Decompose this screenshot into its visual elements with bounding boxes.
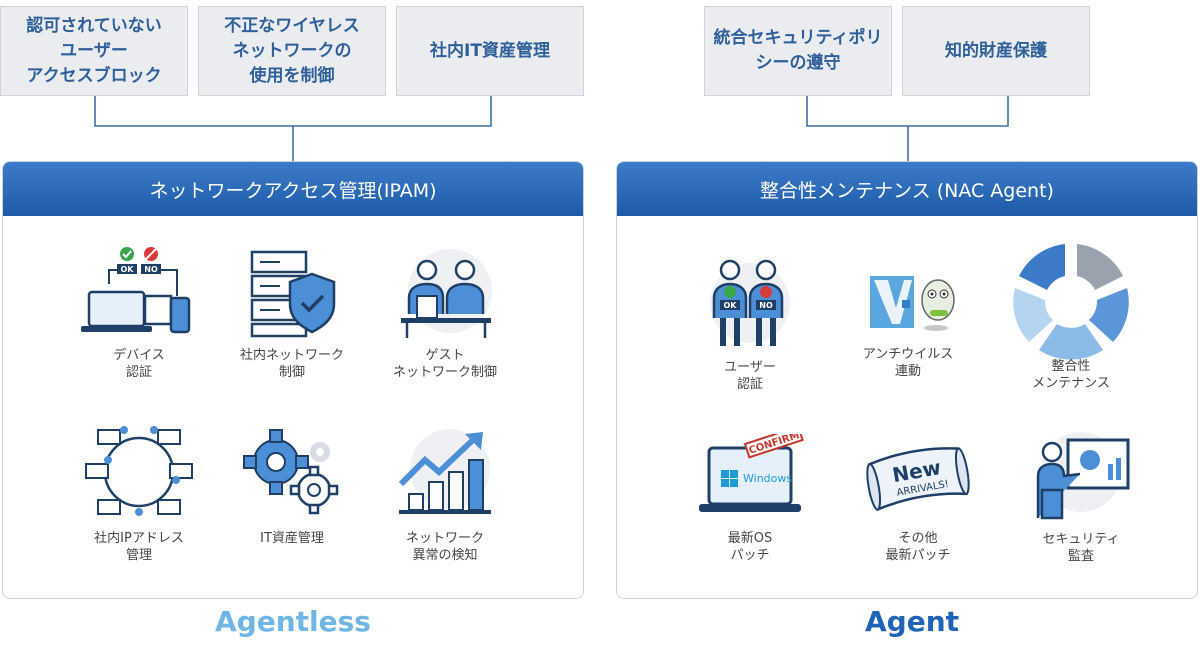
item-label: 最新OS パッチ — [727, 531, 773, 563]
ok-badge: OK — [121, 265, 135, 274]
label-agentless: Agentless — [215, 605, 371, 638]
item-other-patch: New ARRIVALS! その他 最新パッチ — [848, 434, 988, 564]
item-label: 社内ネットワーク 制御 — [239, 348, 344, 380]
item-ip-management: 社内IPアドレス 管理 — [69, 424, 209, 564]
ok-badge: OK — [724, 301, 738, 310]
cycle-wheel-icon — [1013, 244, 1129, 360]
item-label: アンチウイルス 連動 — [862, 347, 954, 379]
item-security-audit: セキュリティ 監査 — [1011, 430, 1151, 565]
item-anomaly-detection: ネットワーク 異常の検知 — [375, 424, 515, 564]
item-internal-network: 社内ネットワーク 制御 — [222, 246, 362, 381]
item-integrity: 整合性 メンテナンス — [1001, 242, 1141, 392]
item-label: 整合性 メンテナンス — [1032, 359, 1110, 391]
windows-laptop-icon: Windows CONFIRM — [699, 434, 804, 512]
presentation-icon — [1036, 432, 1130, 520]
panel-agentless: ネットワークアクセス管理(IPAM) OK NO デバイス 認証 — [2, 161, 584, 599]
server-shield-icon — [250, 250, 336, 338]
new-arrivals-banner-icon: New ARRIVALS! — [866, 447, 970, 512]
item-label: その他 最新パッチ — [885, 531, 951, 563]
top-box-ip-protect: 知的財産保護 — [902, 6, 1090, 96]
device-auth-icon: OK NO — [81, 247, 191, 334]
gears-icon — [243, 429, 339, 515]
item-user-auth: OK NO ユーザー 認証 — [680, 258, 820, 393]
item-label: ゲスト ネットワーク制御 — [392, 348, 497, 380]
panel-agent: 整合性メンテナンス (NAC Agent) OK NO ユーザー 認証 — [616, 161, 1198, 599]
top-box-wireless: 不正なワイヤレス ネットワークの 使用を制御 — [198, 6, 386, 96]
top-box-block-users: 認可されていない ユーザー アクセスブロック — [0, 6, 188, 96]
left-connector — [94, 96, 492, 162]
panel-title-ipam: ネットワークアクセス管理(IPAM) — [3, 162, 583, 216]
item-label: セキュリティ 監査 — [1042, 532, 1120, 564]
item-label: IT資産管理 — [260, 531, 324, 546]
windows-text: Windows — [743, 472, 792, 485]
item-device-auth: OK NO デバイス 認証 — [69, 246, 209, 381]
panel-title-nac-agent: 整合性メンテナンス (NAC Agent) — [617, 162, 1197, 216]
no-badge: NO — [144, 265, 158, 274]
growth-chart-icon — [398, 429, 491, 514]
top-box-policy: 統合セキュリティポリ シーの遵守 — [704, 6, 892, 96]
item-label: 社内IPアドレス 管理 — [94, 531, 184, 563]
item-label: ユーザー 認証 — [724, 360, 776, 392]
right-connector — [806, 96, 1009, 162]
label-agent: Agent — [864, 605, 960, 638]
ip-network-icon — [85, 426, 193, 516]
no-badge: NO — [759, 301, 773, 310]
item-os-patch: Windows CONFIRM 最新OS パッチ — [680, 434, 820, 564]
user-auth-icon: OK NO — [710, 259, 790, 346]
item-it-assets: IT資産管理 — [222, 424, 362, 547]
antivirus-logo-icon — [870, 276, 955, 331]
item-label: デバイス 認証 — [113, 348, 165, 380]
item-antivirus: アンチウイルス 連動 — [838, 270, 978, 380]
item-label: ネットワーク 異常の検知 — [405, 531, 484, 563]
item-guest-network: ゲスト ネットワーク制御 — [375, 246, 515, 381]
guest-people-icon — [401, 249, 492, 338]
top-box-it-assets: 社内IT資産管理 — [396, 6, 584, 96]
